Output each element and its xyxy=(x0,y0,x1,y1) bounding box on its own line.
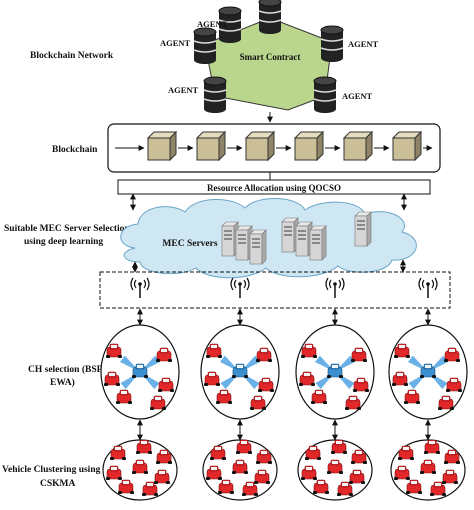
server-icon xyxy=(235,225,253,261)
server-icon xyxy=(249,229,267,265)
server-icon xyxy=(309,225,327,261)
agent-node-top-left: AGENT xyxy=(197,6,242,44)
mec-cloud xyxy=(120,197,417,279)
block-chain xyxy=(115,131,433,161)
server-group-3 xyxy=(354,211,372,247)
vehicle-cluster-2 xyxy=(202,439,278,501)
database-icon xyxy=(193,27,217,65)
block-5 xyxy=(343,131,373,161)
mec-selection-label-line2: using deep learning xyxy=(24,237,103,247)
vehicle-cluster-4 xyxy=(390,439,466,501)
database-icon xyxy=(313,76,337,114)
mec-servers-label: MEC Servers xyxy=(162,239,217,249)
vehicle-cluster-3 xyxy=(297,439,373,501)
rsu-band xyxy=(99,271,451,309)
agent-node-bottom-left: AGENT xyxy=(168,76,227,114)
agent-node-bottom-right: AGENT xyxy=(313,76,373,114)
database-icon xyxy=(203,76,227,114)
block-3 xyxy=(245,131,275,161)
server-icon xyxy=(295,221,313,257)
antenna-icon xyxy=(130,277,150,299)
block-1 xyxy=(147,131,177,161)
ch-clusters xyxy=(100,324,468,420)
blockchain-label: Blockchain xyxy=(52,145,98,155)
resource-allocation-box xyxy=(117,179,431,195)
vehicle-cluster-1 xyxy=(102,439,178,501)
vehicle-clusters xyxy=(102,439,466,501)
ch-selection-label-line2: EWA) xyxy=(50,377,75,388)
agent-node-left: AGENT xyxy=(160,27,217,65)
clustering-label-line2: CSKMA xyxy=(40,479,76,489)
antenna-icon xyxy=(230,277,250,299)
clustering-label-line1: Vehicle Clustering using xyxy=(2,465,101,475)
database-icon xyxy=(320,25,344,63)
block-4 xyxy=(294,131,324,161)
ch-selection-label-line1: CH selection (BSP- xyxy=(28,364,106,375)
ch-cluster-2 xyxy=(200,324,280,420)
ch-to-cluster-arrows xyxy=(137,419,431,441)
server-icon xyxy=(354,211,372,247)
server-icon xyxy=(221,221,239,257)
agent-label: AGENT xyxy=(348,39,379,49)
agent-label: AGENT xyxy=(197,19,228,29)
blockchain-network-label: Blockchain Network xyxy=(30,51,114,61)
database-icon xyxy=(258,0,282,35)
server-icon xyxy=(281,217,299,253)
ch-cluster-3 xyxy=(295,324,375,420)
resource-allocation-label: Resource Allocation using QOCSO xyxy=(207,183,341,193)
smart-contract-label: Smart Contract xyxy=(240,52,301,62)
agent-label: AGENT xyxy=(160,38,191,48)
ch-cluster-4 xyxy=(388,324,468,420)
block-2 xyxy=(196,131,226,161)
agent-node-top xyxy=(258,0,282,35)
block-6 xyxy=(392,131,422,161)
agent-label: AGENT xyxy=(168,85,199,95)
agent-node-right: AGENT xyxy=(320,25,379,63)
rsu-to-ch-arrows xyxy=(137,308,431,326)
mec-selection-label-line1: Suitable MEC Server Selection xyxy=(4,224,130,234)
antenna-icon xyxy=(325,277,345,299)
antenna-icon xyxy=(418,277,438,299)
ch-cluster-1 xyxy=(100,324,180,420)
agent-label: AGENT xyxy=(342,91,373,101)
